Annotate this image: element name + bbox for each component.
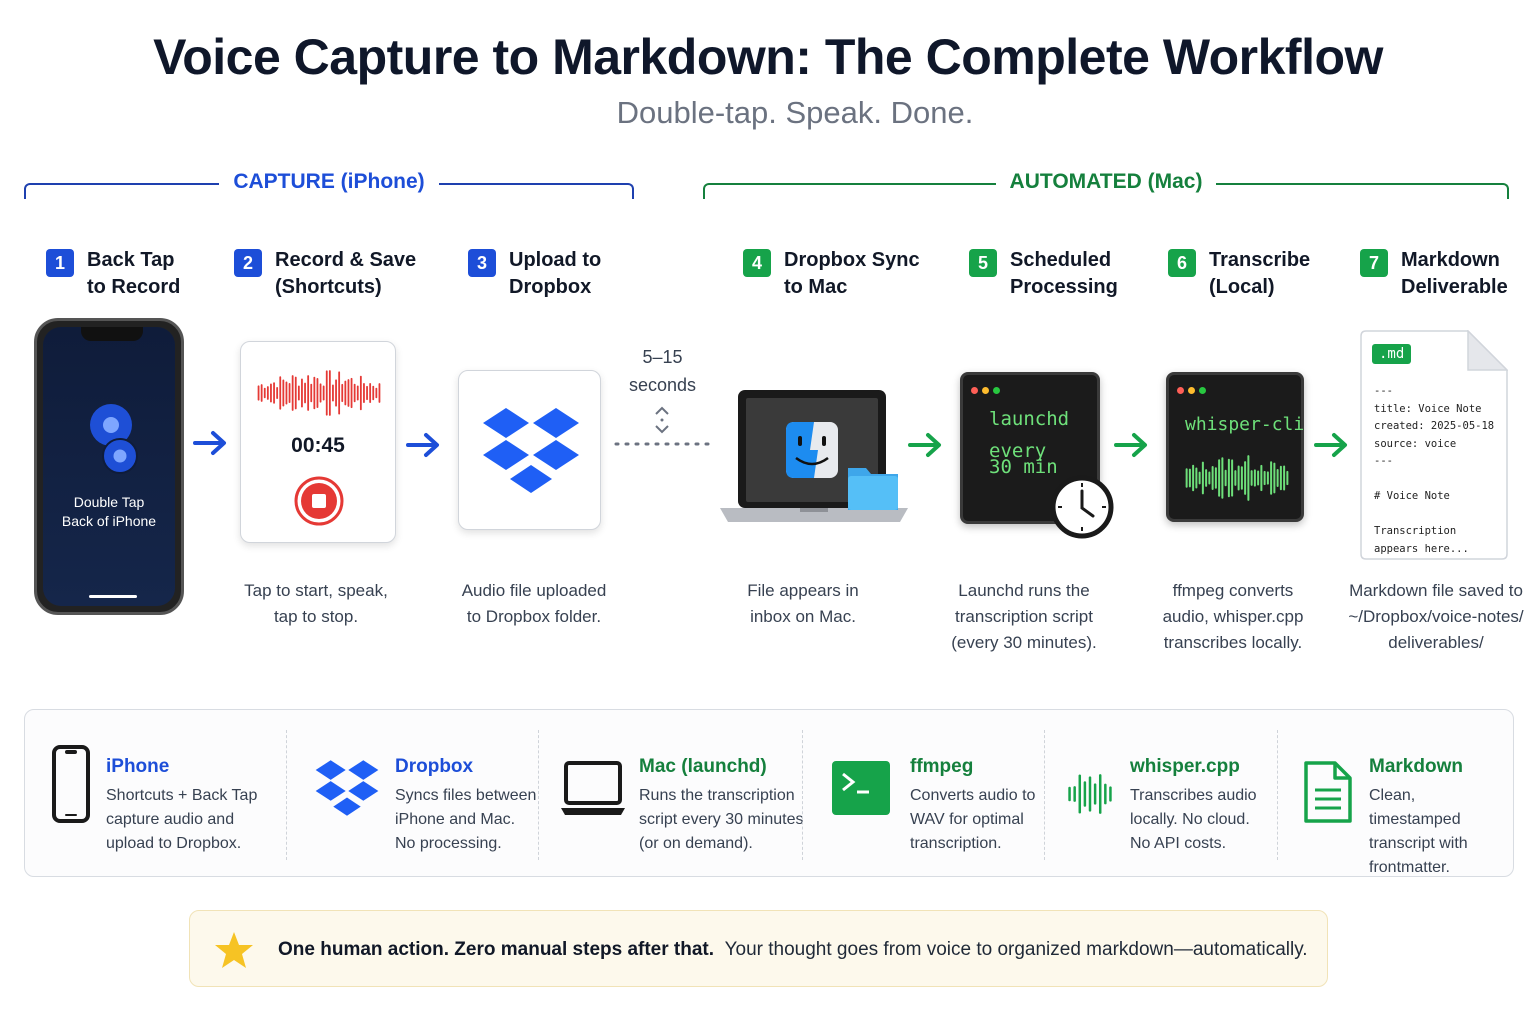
dropbox-card <box>458 370 601 530</box>
tool-ffmpeg-name: ffmpeg <box>910 756 974 777</box>
step-7-number: 7 <box>1360 249 1388 277</box>
step-4-heading: 4 Dropbox Sync to Mac <box>743 247 920 301</box>
arrow-right-icon <box>406 433 439 457</box>
tool-markdown-name: Markdown <box>1369 756 1463 777</box>
clock-icon <box>1050 475 1114 539</box>
step-4-number: 4 <box>743 249 771 277</box>
iphone-illustration: Double Tap Back of iPhone <box>34 318 184 615</box>
tool-iphone-name: iPhone <box>106 756 170 777</box>
step-6-number: 6 <box>1168 249 1196 277</box>
step-6-heading: 6 Transcribe (Local) <box>1168 247 1310 301</box>
tool-mac-desc: Runs the transcription script every 30 m… <box>639 787 804 852</box>
md-badge: .md <box>1372 344 1412 364</box>
step-7-description: Markdown file saved to ~/Dropbox/voice-n… <box>1348 581 1524 652</box>
markdown-file-preview: .md --- title: Voice Note created: 2025-… <box>1360 330 1508 560</box>
page-subtitle: Double-tap. Speak. Done. <box>616 95 974 130</box>
back-tap-icon <box>90 404 138 474</box>
mac-laptop-icon <box>720 390 908 522</box>
whisper-terminal: whisper-cli <box>1166 372 1304 522</box>
terminal-icon <box>832 761 890 815</box>
summary-bold: One human action. Zero manual steps afte… <box>278 939 715 960</box>
tools-panel: iPhone Shortcuts + Back Tap capture audi… <box>24 709 1514 877</box>
step-1-number: 1 <box>46 249 74 277</box>
step-3-description: Audio file uploaded to Dropbox folder. <box>461 581 607 626</box>
sync-interval-label: 5–15 seconds <box>628 347 697 395</box>
arrow-right-icon <box>193 431 226 455</box>
phase-capture: CAPTURE (iPhone) <box>24 170 634 200</box>
tool-ffmpeg-desc: Converts audio to WAV for optimal transc… <box>910 787 1036 852</box>
iphone-icon <box>52 745 90 823</box>
step-1-heading: 1 Back Tap to Record <box>46 247 180 301</box>
step-4-label: Dropbox Sync to Mac <box>784 249 920 298</box>
dropbox-icon <box>483 408 579 493</box>
tool-dropbox-name: Dropbox <box>395 756 474 777</box>
step-5-number: 5 <box>969 249 997 277</box>
step-7-heading: 7 Markdown Deliverable <box>1360 247 1508 301</box>
dotted-connector <box>614 442 714 446</box>
whisper-terminal-text: whisper-cli <box>1185 414 1305 435</box>
iphone-screen-text: Double Tap Back of iPhone <box>61 494 157 529</box>
phase-automated-label: AUTOMATED (Mac) <box>995 170 1217 193</box>
arrow-right-icon <box>1114 433 1147 457</box>
step-2-number: 2 <box>234 249 262 277</box>
laptop-icon <box>561 761 625 815</box>
arrow-right-icon <box>1314 433 1347 457</box>
tool-iphone-desc: Shortcuts + Back Tap capture audio and u… <box>106 787 258 852</box>
tool-iphone: iPhone Shortcuts + Back Tap capture audi… <box>47 710 287 878</box>
launchd-terminal-text: launchd every 30 min <box>989 408 1070 478</box>
step-3-heading: 3 Upload to Dropbox <box>468 247 601 301</box>
tool-dropbox-desc: Syncs files between iPhone and Mac. No p… <box>395 787 537 852</box>
star-icon <box>215 932 253 968</box>
document-icon <box>1304 761 1352 823</box>
summary-callout: One human action. Zero manual steps afte… <box>189 910 1328 987</box>
document-icon <box>1360 330 1508 560</box>
step-7-label: Markdown Deliverable <box>1401 249 1508 298</box>
step-3-label: Upload to Dropbox <box>509 249 602 298</box>
tool-whisper: whisper.cpp Transcribes audio locally. N… <box>1067 710 1277 878</box>
step-5-heading: 5 Scheduled Processing <box>969 247 1118 301</box>
recording-time: 00:45 <box>291 434 345 457</box>
tool-whisper-desc: Transcribes audio locally. No cloud. No … <box>1130 787 1257 852</box>
summary-rest: Your thought goes from voice to organize… <box>724 939 1308 960</box>
step-5-label: Scheduled Processing <box>1010 249 1118 298</box>
tool-markdown: Markdown Clean, timestamped transcript w… <box>1303 710 1503 878</box>
expand-vertical-icon <box>655 406 669 434</box>
recorder-card: 00:45 <box>240 341 396 543</box>
tool-mac-name: Mac (launchd) <box>639 756 767 777</box>
tool-dropbox: Dropbox Syncs files between iPhone and M… <box>315 710 545 878</box>
md-file-content: --- title: Voice Note created: 2025-05-1… <box>1374 385 1495 555</box>
step-2-label: Record & Save (Shortcuts) <box>275 249 417 298</box>
step-6-description: ffmpeg converts audio, whisper.cpp trans… <box>1162 581 1304 652</box>
tool-ffmpeg: ffmpeg Converts audio to WAV for optimal… <box>831 710 1041 878</box>
arrow-right-icon <box>908 433 941 457</box>
step-2-heading: 2 Record & Save (Shortcuts) <box>234 247 416 301</box>
step-1-label: Back Tap to Record <box>87 249 181 298</box>
waveform-icon <box>1068 774 1112 814</box>
page-title: Voice Capture to Markdown: The Complete … <box>153 29 1383 85</box>
step-4-description: File appears in inbox on Mac. <box>747 581 859 626</box>
waveform-icon <box>257 370 381 416</box>
step-3-number: 3 <box>468 249 496 277</box>
dropbox-icon <box>315 760 379 816</box>
tool-whisper-name: whisper.cpp <box>1130 756 1240 777</box>
summary-text: One human action. Zero manual steps afte… <box>278 911 1308 988</box>
tool-markdown-desc: Clean, timestamped transcript with front… <box>1369 787 1468 876</box>
step-2-description: Tap to start, speak, tap to stop. <box>244 581 388 626</box>
tool-mac-launchd: Mac (launchd) Runs the transcription scr… <box>560 710 810 878</box>
step-6-label: Transcribe (Local) <box>1209 249 1311 298</box>
phase-capture-label: CAPTURE (iPhone) <box>219 170 439 193</box>
phase-automated: AUTOMATED (Mac) <box>703 170 1509 200</box>
step-5-description: Launchd runs the transcription script (e… <box>951 581 1097 652</box>
stop-record-button[interactable] <box>294 476 344 526</box>
waveform-icon <box>1185 455 1289 501</box>
